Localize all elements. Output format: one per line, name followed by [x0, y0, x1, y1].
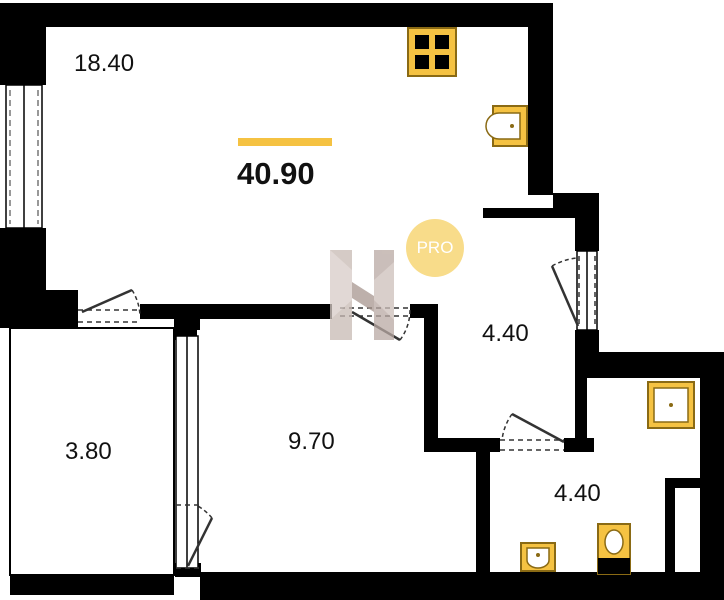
- wall-bathroom-left: [476, 438, 490, 578]
- shower-icon: [647, 381, 695, 429]
- watermark-badge: PRO: [406, 219, 464, 277]
- toilet-icon: [597, 523, 631, 575]
- room-area-living: 18.40: [74, 50, 135, 77]
- door-swing-icon: [550, 256, 596, 327]
- stove-icon: [407, 27, 457, 77]
- wall-bathroom-right: [700, 352, 724, 600]
- room-area-hall: 4.40: [482, 320, 529, 347]
- walls: [0, 3, 724, 600]
- wall-bottom-left: [10, 575, 174, 595]
- room-area-bedroom: 9.70: [288, 428, 335, 455]
- watermark-logo-icon: [330, 250, 394, 340]
- door-swing-icon: [176, 504, 214, 569]
- balcony-outline: [9, 327, 175, 576]
- total-accent-bar: [238, 138, 332, 146]
- wall-left-upper: [0, 3, 46, 85]
- wall-left-base: [0, 290, 78, 328]
- wall-hall-left: [424, 304, 438, 452]
- wall-hall-right-lower: [575, 370, 587, 452]
- wall-kitchen-shelf: [483, 208, 553, 218]
- wall-right-middle: [575, 193, 599, 251]
- door-swing-icon: [78, 288, 141, 323]
- total-area: 40.90: [237, 156, 315, 191]
- wall-bathroom-top: [575, 352, 724, 378]
- kitchen-sink-icon: [485, 105, 528, 147]
- window-icon: [576, 250, 598, 331]
- room-area-balcony: 3.80: [65, 438, 112, 465]
- wall-right-upper: [528, 3, 553, 195]
- wall-bathroom-partition-top: [665, 478, 703, 488]
- wall-top: [8, 3, 553, 27]
- wall-bedroom-left: [175, 330, 197, 340]
- wall-mid-stub: [174, 304, 200, 330]
- wall-bathroom-partition: [665, 478, 675, 578]
- window-icon: [5, 84, 43, 229]
- wall-bottom: [200, 572, 724, 600]
- window-icon: [175, 335, 199, 569]
- room-area-bathroom: 4.40: [554, 480, 601, 507]
- wall-mid-horizontal: [140, 304, 332, 319]
- washbasin-icon: [520, 542, 556, 572]
- door-swing-icon: [500, 412, 565, 451]
